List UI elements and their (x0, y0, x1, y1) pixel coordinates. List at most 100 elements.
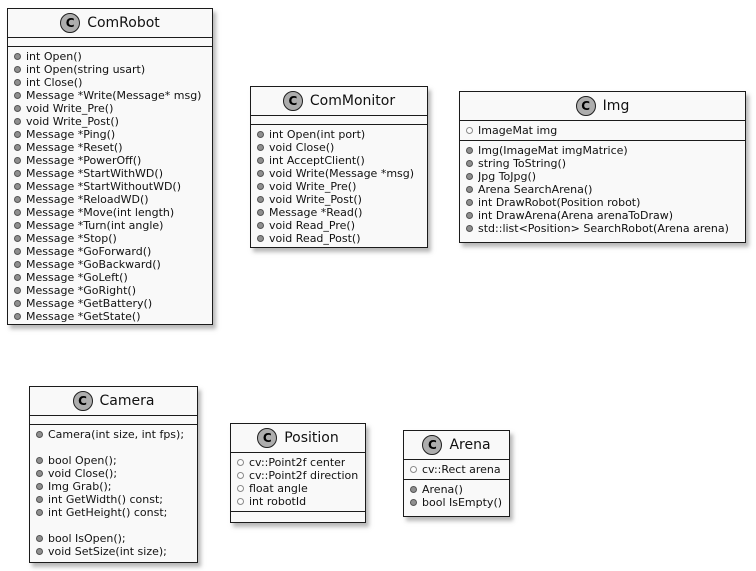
member-label: int Open(int port) (269, 128, 366, 141)
method-visibility-icon (466, 173, 473, 180)
field-visibility-icon (237, 459, 244, 466)
method-visibility-icon (36, 457, 43, 464)
member-label: float angle (249, 482, 308, 495)
method-visibility-icon (14, 170, 21, 177)
class-box-arena: C Arena cv::Rect arena Arena()bool IsEmp… (403, 430, 510, 517)
method-visibility-icon (257, 144, 264, 151)
class-box-camera: C Camera Camera(int size, int fps); bool… (29, 386, 198, 563)
method-visibility-icon (257, 222, 264, 229)
member-label: Message *GetBattery() (26, 297, 153, 310)
method-row: Message *GetBattery() (14, 297, 206, 310)
method-visibility-icon (410, 486, 417, 493)
member-label: cv::Rect arena (422, 463, 501, 476)
method-row: bool IsEmpty() (410, 496, 503, 509)
method-visibility-icon (257, 170, 264, 177)
method-row: Message *Ping() (14, 128, 206, 141)
method-visibility-icon (36, 431, 43, 438)
method-row: Message *StartWithWD() (14, 167, 206, 180)
method-row: Message *GoBackward() (14, 258, 206, 271)
method-row: int GetWidth() const; (36, 493, 191, 506)
method-visibility-icon (466, 147, 473, 154)
method-visibility-icon (466, 186, 473, 193)
field-row: ImageMat img (466, 124, 739, 137)
method-visibility-icon (14, 53, 21, 60)
field-visibility-icon (466, 127, 473, 134)
field-visibility-icon (237, 498, 244, 505)
member-label: Jpg ToJpg() (478, 170, 537, 183)
field-visibility-icon (237, 485, 244, 492)
class-box-comrobot: C ComRobot int Open()int Open(string usa… (7, 8, 213, 325)
member-label: cv::Point2f direction (249, 469, 359, 482)
class-badge-icon: C (60, 13, 81, 33)
method-visibility-icon (14, 300, 21, 307)
method-visibility-icon (36, 496, 43, 503)
fields-compartment: cv::Rect arena (404, 460, 509, 480)
method-row: int Open() (14, 50, 206, 63)
method-row: int AcceptClient() (257, 154, 421, 167)
method-row: Message *Reset() (14, 141, 206, 154)
member-label (48, 519, 52, 532)
member-label: string ToString() (478, 157, 567, 170)
member-label: int robotId (249, 495, 307, 508)
method-visibility-icon (14, 183, 21, 190)
method-row: Message *GoRight() (14, 284, 206, 297)
method-row: void Read_Post() (257, 232, 421, 245)
method-row: void Write_Pre() (257, 180, 421, 193)
method-row: Message *Turn(int angle) (14, 219, 206, 232)
member-label: Message *Read() (269, 206, 363, 219)
class-title: Camera (99, 393, 155, 409)
member-label: Img Grab(); (48, 480, 112, 493)
method-row: Message *GetState() (14, 310, 206, 323)
class-header: C Position (231, 424, 365, 453)
class-header: C ComRobot (8, 9, 212, 38)
member-label: int Close() (26, 76, 83, 89)
method-row: void Write(Message *msg) (257, 167, 421, 180)
method-visibility-icon (14, 313, 21, 320)
member-label: void Write_Pre() (269, 180, 357, 193)
class-title: ComRobot (87, 15, 160, 31)
method-row: Message *PowerOff() (14, 154, 206, 167)
blank-row (36, 519, 191, 532)
methods-compartment: Img(ImageMat imgMatrice)string ToString(… (460, 141, 745, 242)
member-label: int DrawRobot(Position robot) (478, 196, 641, 209)
class-header: C Img (460, 92, 745, 121)
method-visibility-icon (257, 131, 264, 138)
member-label: void Write_Post() (269, 193, 362, 206)
member-label: bool IsEmpty() (422, 496, 503, 509)
method-visibility-icon (36, 548, 43, 555)
method-visibility-icon (466, 225, 473, 232)
member-label: bool IsOpen(); (48, 532, 126, 545)
method-visibility-icon (466, 199, 473, 206)
class-header: C ComMonitor (251, 87, 427, 116)
field-row: cv::Point2f direction (237, 469, 359, 482)
class-badge-icon: C (72, 391, 93, 411)
member-label: Img(ImageMat imgMatrice) (478, 144, 628, 157)
member-label: Camera(int size, int fps); (48, 428, 185, 441)
member-label: Arena SearchArena() (478, 183, 593, 196)
method-row: Message *GoForward() (14, 245, 206, 258)
member-label: int DrawArena(Arena arenaToDraw) (478, 209, 674, 222)
member-label: int GetHeight() const; (48, 506, 168, 519)
class-badge-icon: C (257, 428, 278, 448)
method-row: void Write_Post() (257, 193, 421, 206)
method-visibility-icon (14, 118, 21, 125)
member-label: Message *Reset() (26, 141, 123, 154)
member-label: void Close() (269, 141, 335, 154)
methods-compartment: Camera(int size, int fps); bool Open();v… (30, 425, 197, 562)
method-visibility-icon (36, 470, 43, 477)
method-row: Message *Move(int length) (14, 206, 206, 219)
member-label: void Read_Post() (269, 232, 361, 245)
method-visibility-icon (14, 92, 21, 99)
method-visibility-icon (14, 131, 21, 138)
fields-compartment (8, 38, 212, 47)
method-row: Message *GoLeft() (14, 271, 206, 284)
member-label: Message *StartWithWD() (26, 167, 163, 180)
method-visibility-icon (14, 287, 21, 294)
member-label: bool Open(); (48, 454, 117, 467)
method-row: void Close(); (36, 467, 191, 480)
method-row: std::list<Position> SearchRobot(Arena ar… (466, 222, 739, 235)
fields-compartment (251, 116, 427, 125)
class-badge-icon: C (422, 435, 443, 455)
